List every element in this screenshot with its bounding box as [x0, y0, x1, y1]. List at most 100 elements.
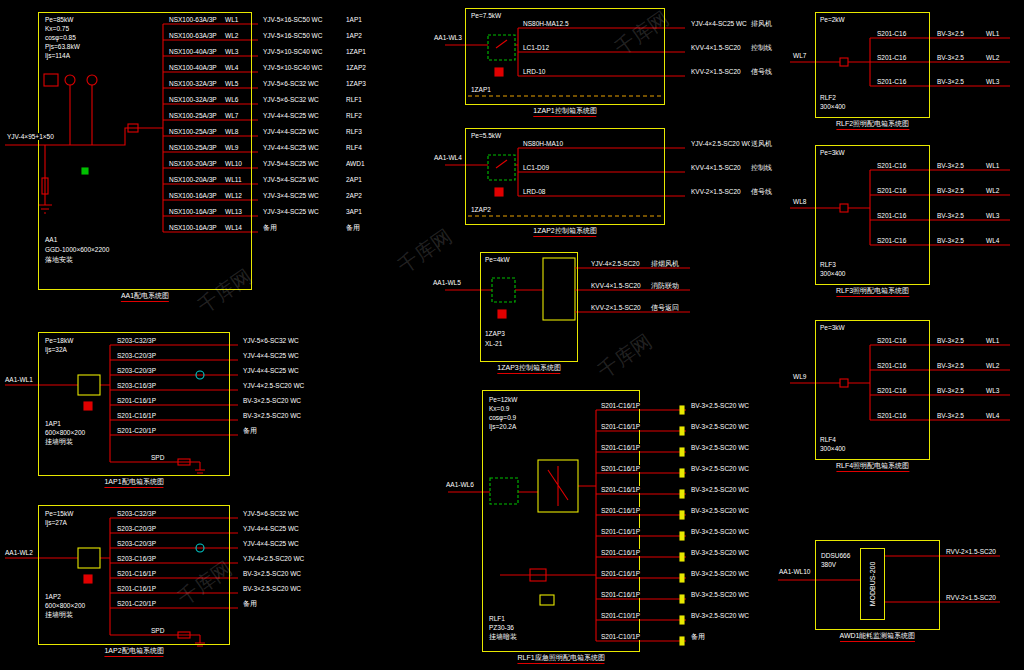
switch-box	[490, 478, 518, 504]
circuit-label: BV-3×2.5-SC20 WC	[242, 397, 302, 404]
circuit-label: S203-C32/3P	[116, 510, 157, 517]
circuit-label: BV-3×2.5-SC20 WC	[690, 591, 750, 598]
circuit-label: S201-C10/1P	[600, 612, 641, 619]
circuit-label: 备用	[345, 224, 361, 231]
circuit-label: BV-3×2.5	[936, 187, 965, 194]
circuit-label: GGD-1000×600×2200	[44, 246, 110, 253]
bus-bar	[869, 170, 870, 245]
circuit-label: 1ZAP3	[484, 330, 506, 337]
bus-bar	[595, 410, 596, 641]
main-breaker	[840, 58, 848, 66]
circuit-label: YJV-5×6-SC32 WC	[262, 96, 320, 103]
circuit-label: 300×400	[819, 103, 847, 110]
circuit-label: S201-C16/1P	[600, 591, 641, 598]
switch-contact	[496, 40, 507, 48]
watermark: 千库网	[394, 225, 456, 277]
circuit-label: RLF2	[819, 94, 837, 101]
watermark: 千库网	[174, 557, 236, 609]
circuit-label: WL1	[985, 162, 1000, 169]
circuit-label: S203-C20/3P	[116, 367, 157, 374]
panel-title: RLF4照明配电箱系统图	[836, 462, 909, 472]
circuit-label: Kx=0.9	[488, 405, 510, 412]
circuit-label: 1ZAP2	[345, 64, 367, 71]
circuit-label: S201-C20/1P	[116, 427, 157, 434]
circuit-label: YJV-3×4-SC25 WC	[262, 208, 320, 215]
circuit-label: S201-C16	[876, 30, 907, 37]
circuit-label: Pe=85kW	[44, 16, 74, 23]
circuit-label: YJV-3×4-SC25 WC	[262, 192, 320, 199]
circuit-label: AWD1	[345, 160, 366, 167]
circuit-label: S201-C16	[876, 412, 907, 419]
circuit-label: S201-C16/1P	[116, 412, 157, 419]
circuit-label: 挂墙暗装	[488, 633, 518, 640]
circuit-label: BV-3×2.5	[936, 387, 965, 394]
panel-title: 1AP2配电箱系统图	[104, 647, 163, 657]
circuit-label: WL12	[224, 192, 243, 199]
circuit-label: NSX100-16A/3P	[168, 208, 218, 215]
module-label: MODBUS-200	[869, 562, 877, 607]
circuit-label: WL2	[985, 187, 1000, 194]
circuit-label: S201-C16	[876, 212, 907, 219]
circuit-label: 1AP2	[345, 32, 363, 39]
circuit-label: NSX100-20A/3P	[168, 176, 218, 183]
panel-title: RLF2照明配电箱系统图	[836, 120, 909, 130]
circuit-label: YJV-4×2.5-SC20	[590, 260, 641, 267]
circuit-label: WL5	[224, 80, 239, 87]
circuit-label: S201-C16/1P	[116, 585, 157, 592]
incoming-line	[445, 44, 518, 45]
control-line	[500, 574, 596, 575]
indicator	[495, 68, 503, 76]
circuit-label: AA1-WL4	[433, 154, 463, 161]
circuit-label: BV-3×2.5-SC20 WC	[690, 465, 750, 472]
circuit-label: 300×400	[819, 270, 847, 277]
circuit-label: Pe=3kW	[819, 324, 846, 331]
circuit-label: NSX100-32A/3P	[168, 96, 218, 103]
circuit-label: BV-3×2.5	[936, 362, 965, 369]
circuit-label: WL9	[792, 373, 807, 380]
circuit-label: Pe=12kW	[488, 396, 518, 403]
switch-box	[492, 278, 515, 302]
feeder-lines	[163, 24, 258, 232]
panel-title: AWD1能耗监测箱系统图	[840, 632, 916, 642]
circuit-label: 1ZAP1	[470, 86, 492, 93]
circuit-label: WL4	[224, 64, 239, 71]
circuit-label: 1ZAP3	[345, 80, 367, 87]
circuit-label: BV-3×2.5-SC20 WC	[242, 412, 302, 419]
circuit-label: WL8	[792, 198, 807, 205]
circuit-label: KVV-4×1.5-SC20	[690, 44, 742, 51]
circuit-label: YJV-4×4-SC25 WC	[262, 112, 320, 119]
panel-title: RLF1应急照明配电箱系统图	[517, 654, 604, 664]
circuit-label: YJV-5×6-SC32 WC	[262, 80, 320, 87]
wire-art	[680, 427, 684, 435]
meter-lead	[70, 85, 92, 145]
circuit-label: BV-3×2.5-SC20 WC	[690, 507, 750, 514]
indicator	[495, 188, 503, 196]
main-breaker	[128, 124, 138, 132]
circuit-label: S201-C16/1P	[600, 507, 641, 514]
circuit-label: NSX100-63A/3P	[168, 16, 218, 23]
circuit-label: YJV-4×2.5-SC20 WC	[242, 382, 305, 389]
circuit-label: YJV-5×6-SC32 WC	[242, 510, 300, 517]
circuit-label: YJV-4×95+1×50	[6, 133, 55, 140]
feeder-lines	[575, 268, 690, 312]
circuit-label: BV-3×2.5-SC20 WC	[690, 444, 750, 451]
circuit-label: BV-3×2.5-SC20 WC	[242, 585, 302, 592]
wire-art	[680, 595, 684, 603]
circuit-label: BV-3×2.5-SC20 WC	[690, 612, 750, 619]
circuit-label: S203-C16/3P	[116, 555, 157, 562]
circuit-label: 备用	[242, 600, 258, 607]
incoming-line	[445, 289, 543, 290]
circuit-label: BV-3×2.5-SC20 WC	[690, 402, 750, 409]
circuit-label: S203-C20/3P	[116, 540, 157, 547]
switch-box	[488, 155, 515, 180]
bus-lines	[885, 556, 1000, 602]
circuit-label: BV-3×2.5-SC20 WC	[690, 570, 750, 577]
circuit-label: S201-C16/1P	[600, 570, 641, 577]
panel-title: 1AP1配电箱系统图	[104, 478, 163, 488]
main-breaker	[840, 204, 848, 212]
circuit-label: 300×400	[819, 445, 847, 452]
circuit-label: NSX100-40A/3P	[168, 64, 218, 71]
circuit-label: Pjs=63.8kW	[44, 43, 81, 50]
circuit-label: 备用	[262, 224, 278, 231]
watermark: 千库网	[194, 265, 256, 317]
